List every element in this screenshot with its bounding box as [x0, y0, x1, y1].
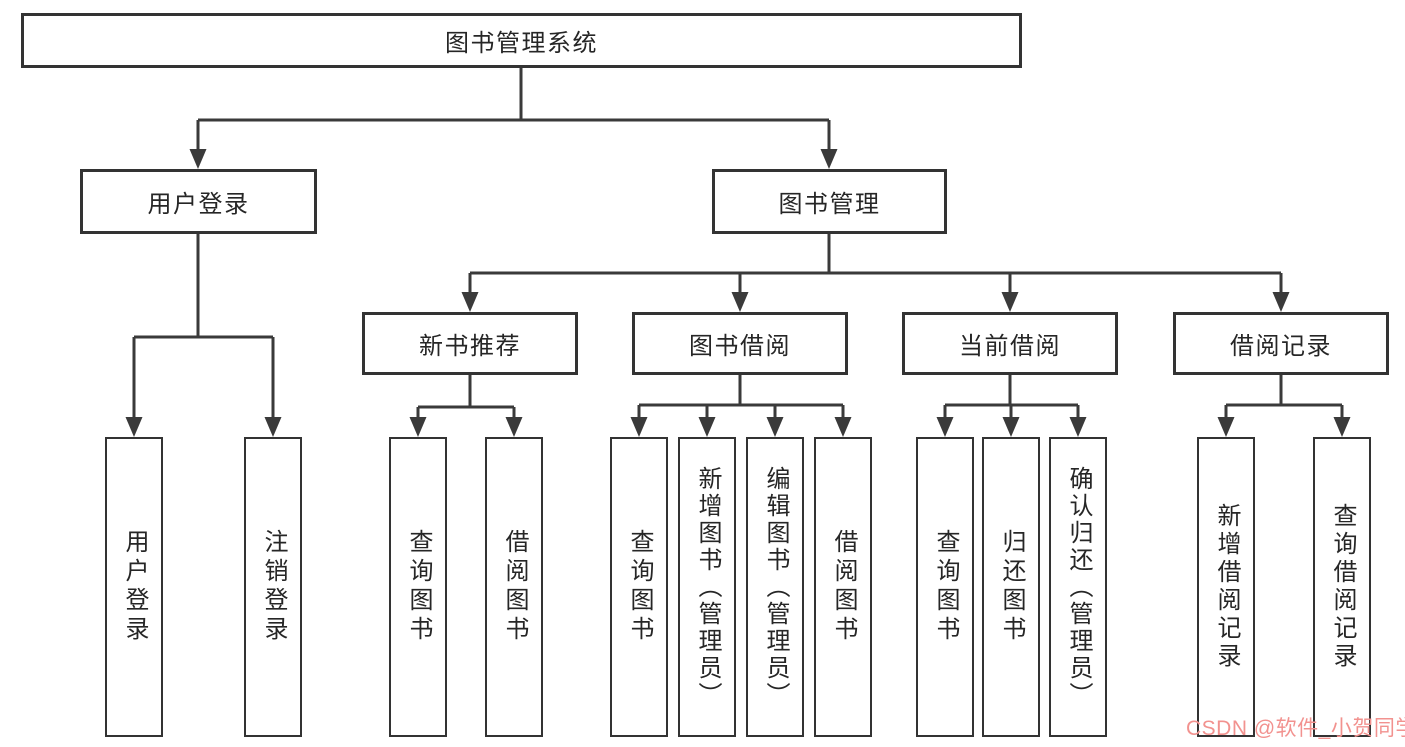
leaf-user-login: 用户登录: [105, 437, 163, 737]
leaf-cb-query-books: 查询图书: [916, 437, 974, 737]
node-borrowing-records: 借阅记录: [1173, 312, 1389, 375]
node-root-library-system: 图书管理系统: [21, 13, 1022, 68]
leaf-cb-return-books: 归还图书: [982, 437, 1040, 737]
arrowheads: [125, 149, 1351, 437]
leaf-bb-edit-books-admin: 编辑图书（管理员）: [746, 437, 804, 737]
csdn-watermark: CSDN @软件_小贺同学: [1186, 717, 1405, 740]
leaf-nb-query-books: 查询图书: [389, 437, 447, 737]
leaf-bb-query-books: 查询图书: [610, 437, 668, 737]
node-user-login: 用户登录: [80, 169, 317, 234]
leaf-cb-confirm-return-admin: 确认归还（管理员）: [1049, 437, 1107, 737]
node-new-book-recommendation: 新书推荐: [362, 312, 578, 375]
leaf-bb-add-books-admin: 新增图书（管理员）: [678, 437, 736, 737]
node-current-borrowing: 当前借阅: [902, 312, 1118, 375]
node-book-borrowing: 图书借阅: [632, 312, 848, 375]
node-book-management: 图书管理: [712, 169, 947, 234]
leaf-nb-borrow-books: 借阅图书: [485, 437, 543, 737]
leaf-br-query-borrow-record: 查询借阅记录: [1313, 437, 1371, 737]
leaf-bb-borrow-books: 借阅图书: [814, 437, 872, 737]
leaf-logout: 注销登录: [244, 437, 302, 737]
leaf-br-add-borrow-record: 新增借阅记录: [1197, 437, 1255, 737]
